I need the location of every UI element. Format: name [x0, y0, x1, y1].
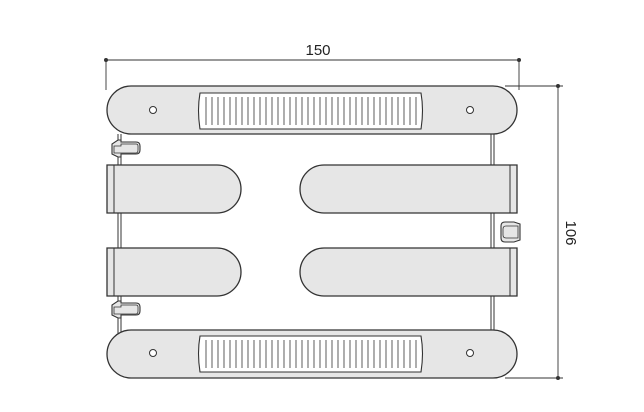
top-grip-pad: [197, 92, 424, 130]
left-top-clip: [111, 139, 141, 158]
left-upper-pad: [106, 164, 242, 214]
bottom-left-hole: [149, 349, 157, 357]
top-grip-ridges: [205, 97, 417, 125]
bottom-right-hole: [466, 349, 474, 357]
right-lower-pad: [299, 247, 518, 297]
bottom-grip-bar: [106, 329, 518, 379]
height-dimension-label: 106: [562, 220, 579, 245]
right-upper-pad: [299, 164, 518, 214]
width-dimension-label: 150: [305, 42, 330, 59]
width-dimension: 150: [104, 42, 521, 90]
side-rails: [117, 134, 495, 334]
left-bottom-clip: [111, 300, 141, 319]
top-right-hole: [466, 106, 474, 114]
bottom-grip-pad: [197, 335, 424, 373]
top-left-hole: [149, 106, 157, 114]
bottom-grip-ridges: [205, 340, 417, 368]
top-grip-bar: [106, 85, 518, 135]
height-dimension: 106: [505, 84, 579, 380]
left-lower-pad: [106, 247, 242, 297]
right-middle-clip: [500, 221, 521, 243]
